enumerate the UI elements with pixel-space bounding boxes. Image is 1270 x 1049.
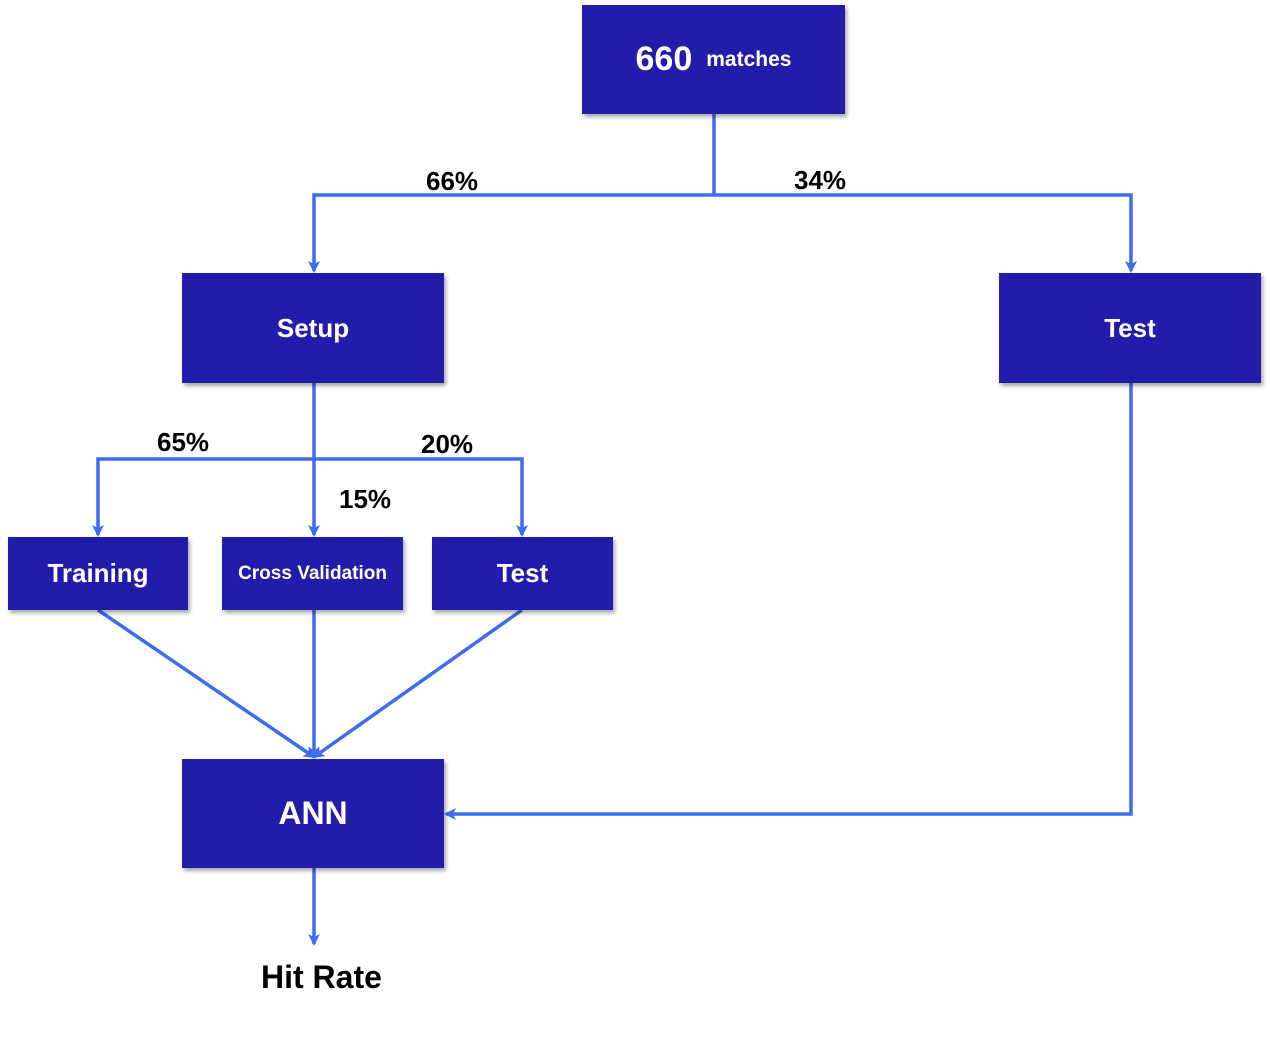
connector-training-to-ann bbox=[97, 608, 316, 759]
node-ann: ANN bbox=[182, 759, 444, 868]
node-matches: 660 matches bbox=[582, 5, 845, 114]
node-test-right: Test bbox=[999, 273, 1261, 383]
node-ann-label: ANN bbox=[278, 795, 348, 831]
output-hit-rate: Hit Rate bbox=[261, 959, 382, 995]
node-test-mid: Test bbox=[432, 537, 613, 610]
node-test-mid-label: Test bbox=[496, 558, 549, 588]
split-label-cross-validation: 15% bbox=[339, 484, 392, 514]
node-training: Training bbox=[8, 537, 188, 610]
split-label-training: 65% bbox=[157, 427, 210, 457]
connector-to-test-mid bbox=[314, 457, 528, 537]
node-setup: Setup bbox=[182, 273, 444, 383]
split-label-setup: 66% bbox=[426, 166, 479, 196]
connector-test-right-to-ann bbox=[444, 383, 1133, 820]
match-unit: matches bbox=[706, 47, 792, 71]
node-training-label: Training bbox=[47, 558, 149, 588]
connector-test-mid-to-ann bbox=[312, 608, 524, 759]
connector-to-training bbox=[92, 457, 314, 537]
split-label-test-mid: 20% bbox=[421, 429, 474, 459]
node-cross-validation: Cross Validation bbox=[222, 537, 403, 610]
node-cross-validation-label: Cross Validation bbox=[238, 562, 387, 584]
connector-to-test-right bbox=[714, 193, 1137, 273]
connector-to-setup bbox=[308, 193, 714, 273]
match-count: 660 bbox=[635, 40, 693, 78]
split-label-test: 34% bbox=[794, 165, 847, 195]
node-test-right-label: Test bbox=[1104, 312, 1156, 343]
node-setup-label: Setup bbox=[276, 312, 350, 343]
